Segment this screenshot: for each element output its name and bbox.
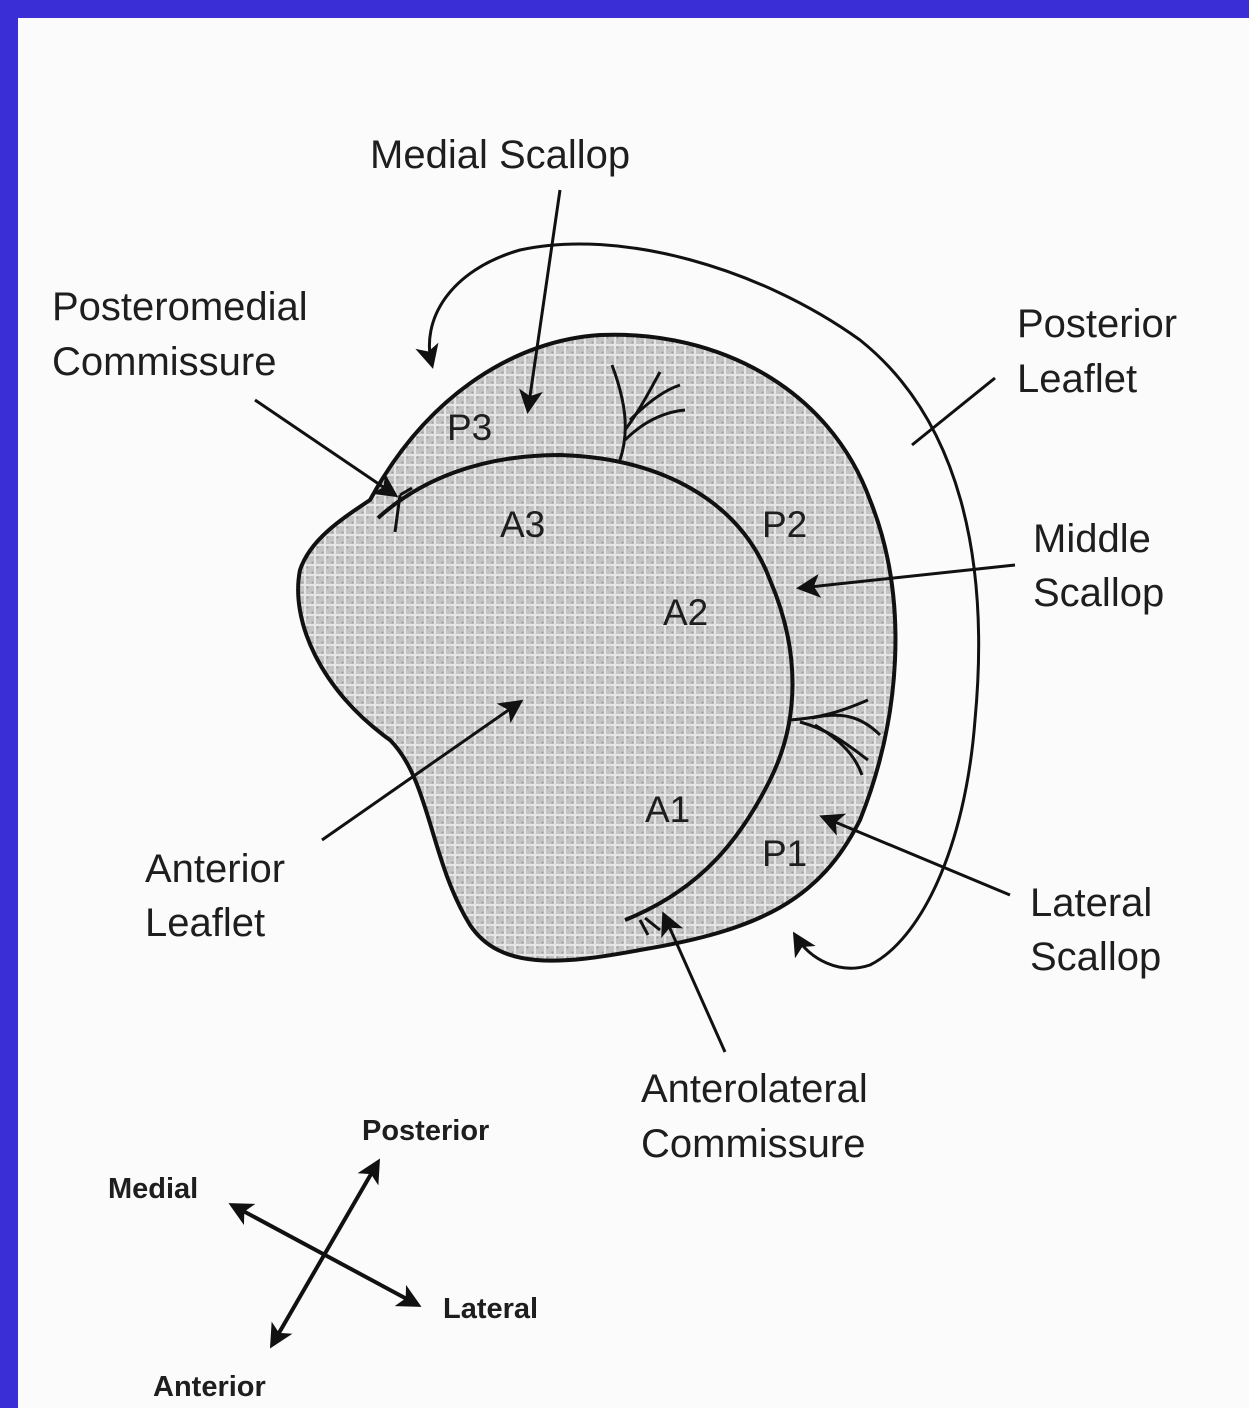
middle-scallop-label-line1: Middle	[1033, 517, 1151, 561]
anterior-leaflet-label-line2: Leaflet	[145, 901, 265, 945]
compass-medial-label: Medial	[108, 1173, 198, 1205]
posteromedial-leader	[255, 400, 395, 495]
lateral-scallop-leader	[823, 817, 1010, 895]
medial-lateral-axis	[232, 1205, 418, 1305]
anterolateral-label-line2: Commissure	[641, 1122, 865, 1166]
posterior-leaflet-label-line1: Posterior	[1017, 302, 1177, 346]
posteromedial-label-line2: Commissure	[52, 340, 276, 384]
lateral-scallop-label-line1: Lateral	[1030, 881, 1152, 925]
posteromedial-label-line1: Posteromedial	[52, 285, 308, 329]
segment-a3-label: A3	[500, 504, 545, 545]
segment-a1-label: A1	[645, 789, 690, 830]
compass-lateral-label: Lateral	[443, 1293, 538, 1325]
medial-scallop-label: Medial Scallop	[370, 133, 630, 177]
lateral-scallop-label-line2: Scallop	[1030, 935, 1161, 979]
compass-anterior-label: Anterior	[153, 1371, 266, 1403]
segment-p1-label: P1	[762, 833, 807, 874]
segment-p2-label: P2	[762, 504, 807, 545]
orientation-compass: Posterior Medial Lateral Anterior	[108, 1115, 538, 1403]
segment-a2-label: A2	[663, 592, 708, 633]
anterior-leaflet-label-line1: Anterior	[145, 847, 285, 891]
segment-p3-label: P3	[447, 407, 492, 448]
anterolateral-label-line1: Anterolateral	[641, 1067, 868, 1111]
compass-posterior-label: Posterior	[362, 1115, 489, 1147]
middle-scallop-label-line2: Scallop	[1033, 571, 1164, 615]
posterior-leaflet-label-line2: Leaflet	[1017, 357, 1137, 401]
